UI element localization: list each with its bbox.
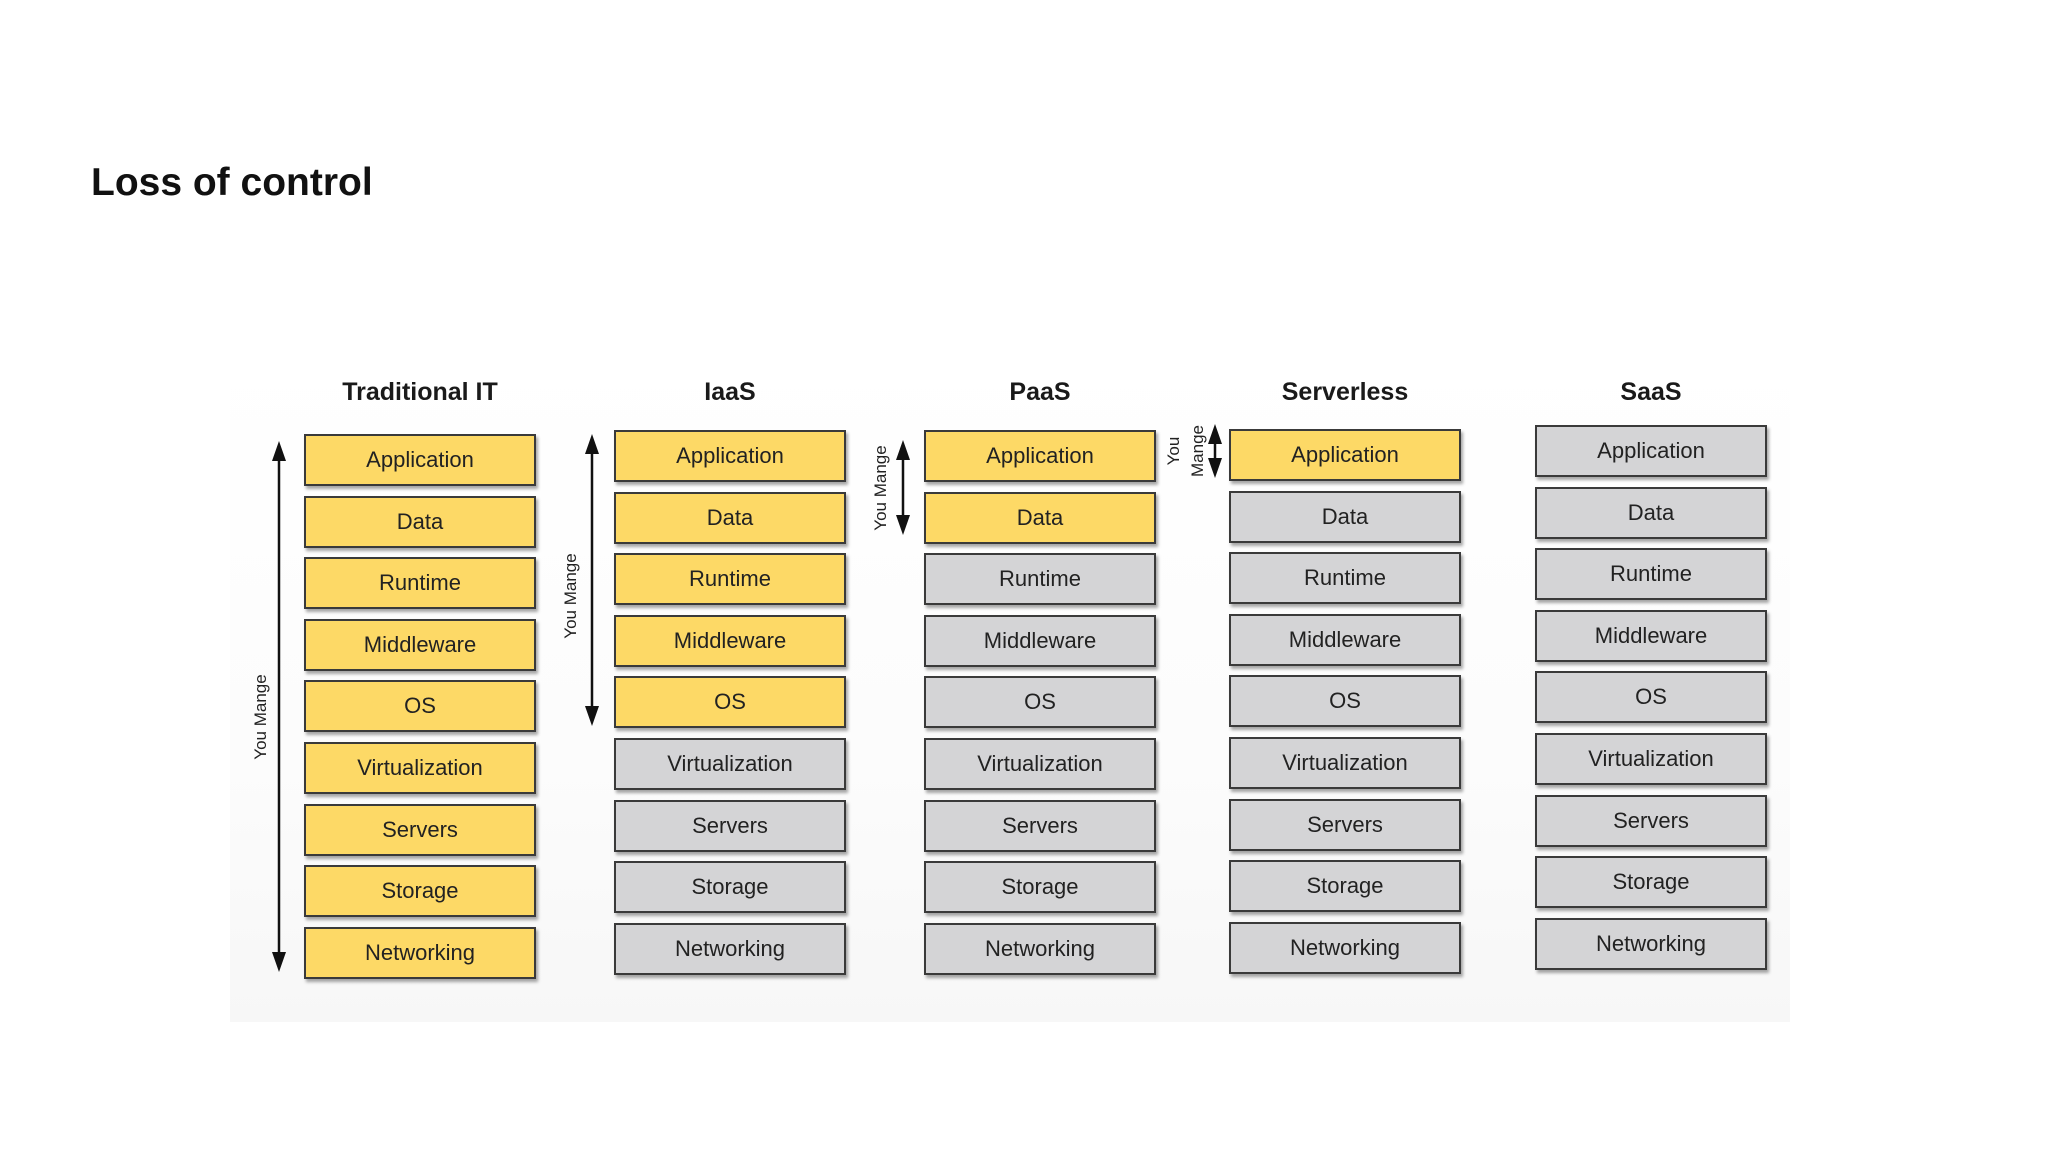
layer-application: Application xyxy=(1535,425,1767,477)
layer-data: Data xyxy=(1535,486,1767,539)
you-manage-label: You Mange xyxy=(871,444,890,531)
layer-storage: Storage xyxy=(304,865,536,918)
layer-application: Application xyxy=(1229,429,1461,481)
column-heading: SaaS xyxy=(1620,378,1682,406)
layer-data: Data xyxy=(304,495,536,548)
layer-runtime: Runtime xyxy=(924,553,1156,606)
column-heading: PaaS xyxy=(1009,378,1071,406)
layer-servers: Servers xyxy=(924,799,1156,852)
layer-servers: Servers xyxy=(1229,798,1461,851)
layer-middleware: Middleware xyxy=(1535,609,1767,662)
layer-middleware: Middleware xyxy=(924,614,1156,667)
layer-os: OS xyxy=(924,676,1156,729)
layer-storage: Storage xyxy=(614,861,846,914)
layer-os: OS xyxy=(1535,671,1767,724)
layer-application: Application xyxy=(304,434,536,486)
layer-storage: Storage xyxy=(1229,860,1461,913)
layer-servers: Servers xyxy=(1535,794,1767,847)
layer-os: OS xyxy=(1229,675,1461,728)
layer-application: Application xyxy=(614,430,846,482)
column-heading: Serverless xyxy=(1281,378,1409,406)
layer-runtime: Runtime xyxy=(304,557,536,610)
layer-networking: Networking xyxy=(304,926,536,979)
column-heading: Traditional IT xyxy=(342,378,498,406)
layer-networking: Networking xyxy=(924,922,1156,975)
layer-storage: Storage xyxy=(924,861,1156,914)
layer-servers: Servers xyxy=(304,803,536,856)
layer-servers: Servers xyxy=(614,799,846,852)
layer-middleware: Middleware xyxy=(614,614,846,667)
layer-data: Data xyxy=(924,491,1156,544)
layer-virtualization: Virtualization xyxy=(614,738,846,790)
layer-networking: Networking xyxy=(614,922,846,975)
slide-title: Loss of control xyxy=(91,161,373,204)
you-manage-label: You Mange xyxy=(561,553,580,639)
layer-virtualization: Virtualization xyxy=(1535,733,1767,785)
layer-networking: Networking xyxy=(1535,917,1767,970)
layer-middleware: Middleware xyxy=(1229,613,1461,666)
layer-os: OS xyxy=(304,680,536,733)
layer-os: OS xyxy=(614,676,846,729)
layer-runtime: Runtime xyxy=(614,553,846,606)
you-manage-label: You Mange xyxy=(251,673,270,760)
mange-label: Mange xyxy=(1188,425,1207,477)
layer-data: Data xyxy=(614,491,846,544)
layer-networking: Networking xyxy=(1229,921,1461,974)
layer-virtualization: Virtualization xyxy=(924,738,1156,790)
layer-storage: Storage xyxy=(1535,856,1767,909)
you-label: You xyxy=(1164,436,1183,466)
layer-virtualization: Virtualization xyxy=(304,742,536,794)
column-heading: IaaS xyxy=(704,378,756,406)
layer-virtualization: Virtualization xyxy=(1229,737,1461,789)
layer-runtime: Runtime xyxy=(1535,548,1767,601)
layer-data: Data xyxy=(1229,490,1461,543)
layer-runtime: Runtime xyxy=(1229,552,1461,605)
layer-application: Application xyxy=(924,430,1156,482)
layer-middleware: Middleware xyxy=(304,618,536,671)
